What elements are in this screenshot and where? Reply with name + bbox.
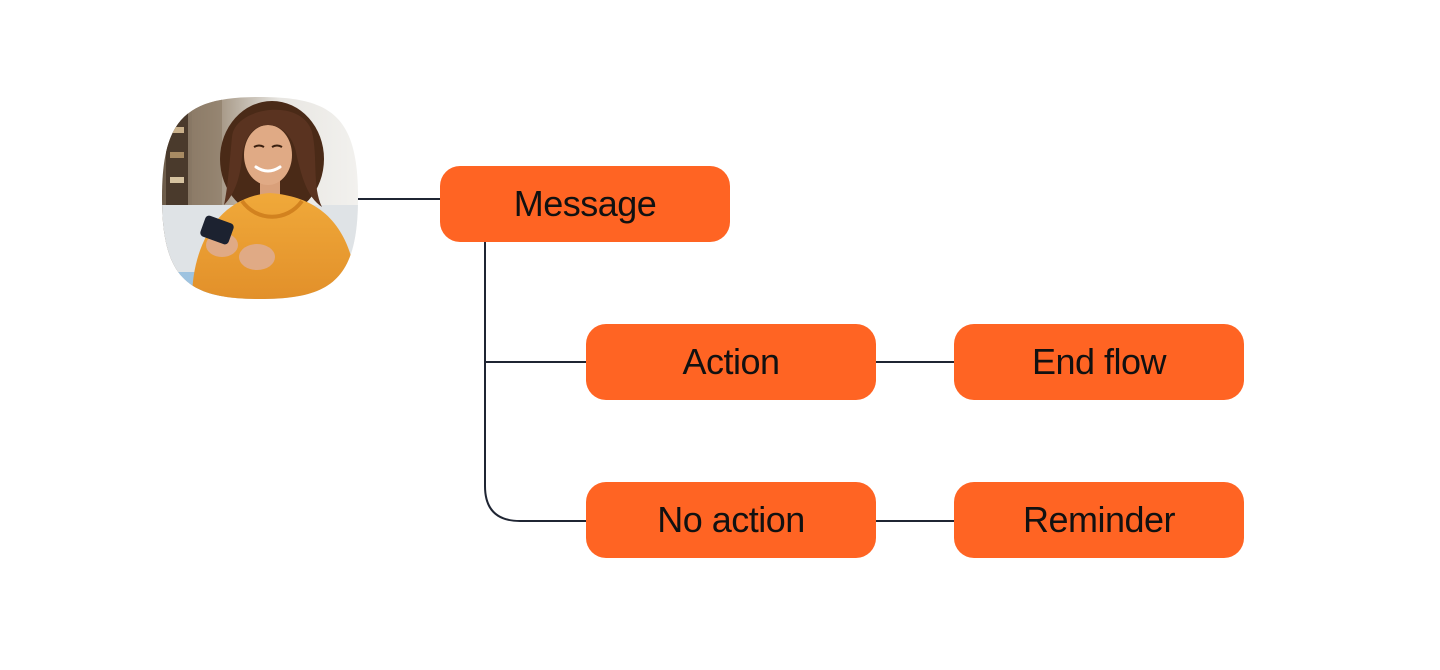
end-flow-node-label: End flow xyxy=(1031,341,1167,382)
action-node: Action xyxy=(586,324,876,400)
action-node-label: Action xyxy=(682,341,780,382)
person-with-phone-photo-icon xyxy=(162,97,358,299)
reminder-node: Reminder xyxy=(954,482,1244,558)
reminder-node-label: Reminder xyxy=(1022,499,1176,540)
connector-message-branch xyxy=(484,241,587,522)
no-action-node-label: No action xyxy=(657,499,805,540)
no-action-node: No action xyxy=(586,482,876,558)
message-node: Message xyxy=(440,166,730,242)
message-node-label: Message xyxy=(513,183,657,224)
end-flow-node: End flow xyxy=(954,324,1244,400)
